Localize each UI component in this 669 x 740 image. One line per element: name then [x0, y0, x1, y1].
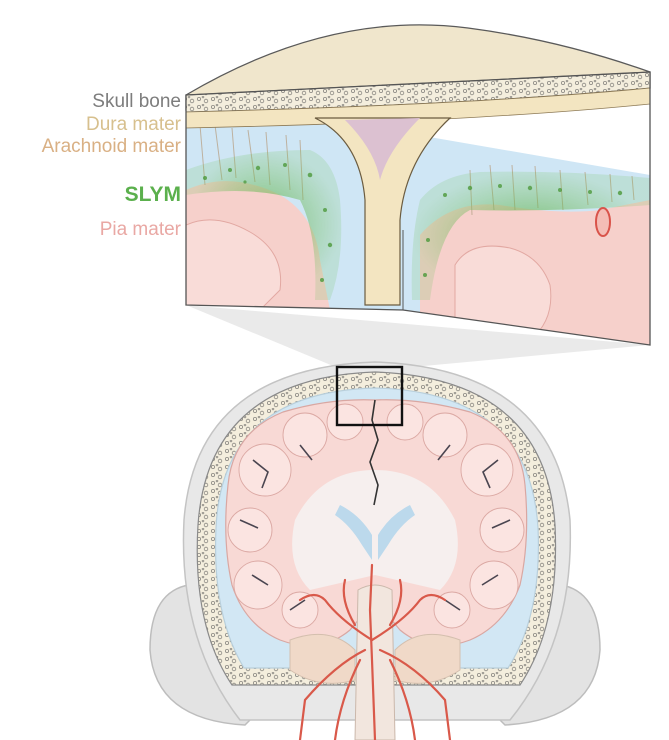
zoom-cone [186, 305, 650, 368]
label-dura-mater: Dura mater [85, 114, 181, 135]
zoom-box [335, 365, 404, 427]
slym-layer-left [186, 150, 342, 300]
label-skull-bone: Skull bone [92, 91, 181, 112]
cerebral-arteries [298, 563, 452, 740]
white-matter [292, 470, 458, 590]
longitudinal-fissure [369, 399, 379, 506]
label-arachnoid-mater: Arachnoid mater [41, 136, 181, 157]
brainstem [354, 584, 396, 740]
pial-vessel [595, 207, 611, 237]
falx [314, 117, 452, 306]
slym-layer-right [411, 171, 650, 300]
meninges-block [185, 24, 651, 346]
label-pia-mater: Pia mater [99, 219, 181, 240]
head-cross-section [149, 361, 601, 740]
label-slym: SLYM [124, 183, 181, 206]
ventricles [335, 505, 415, 560]
